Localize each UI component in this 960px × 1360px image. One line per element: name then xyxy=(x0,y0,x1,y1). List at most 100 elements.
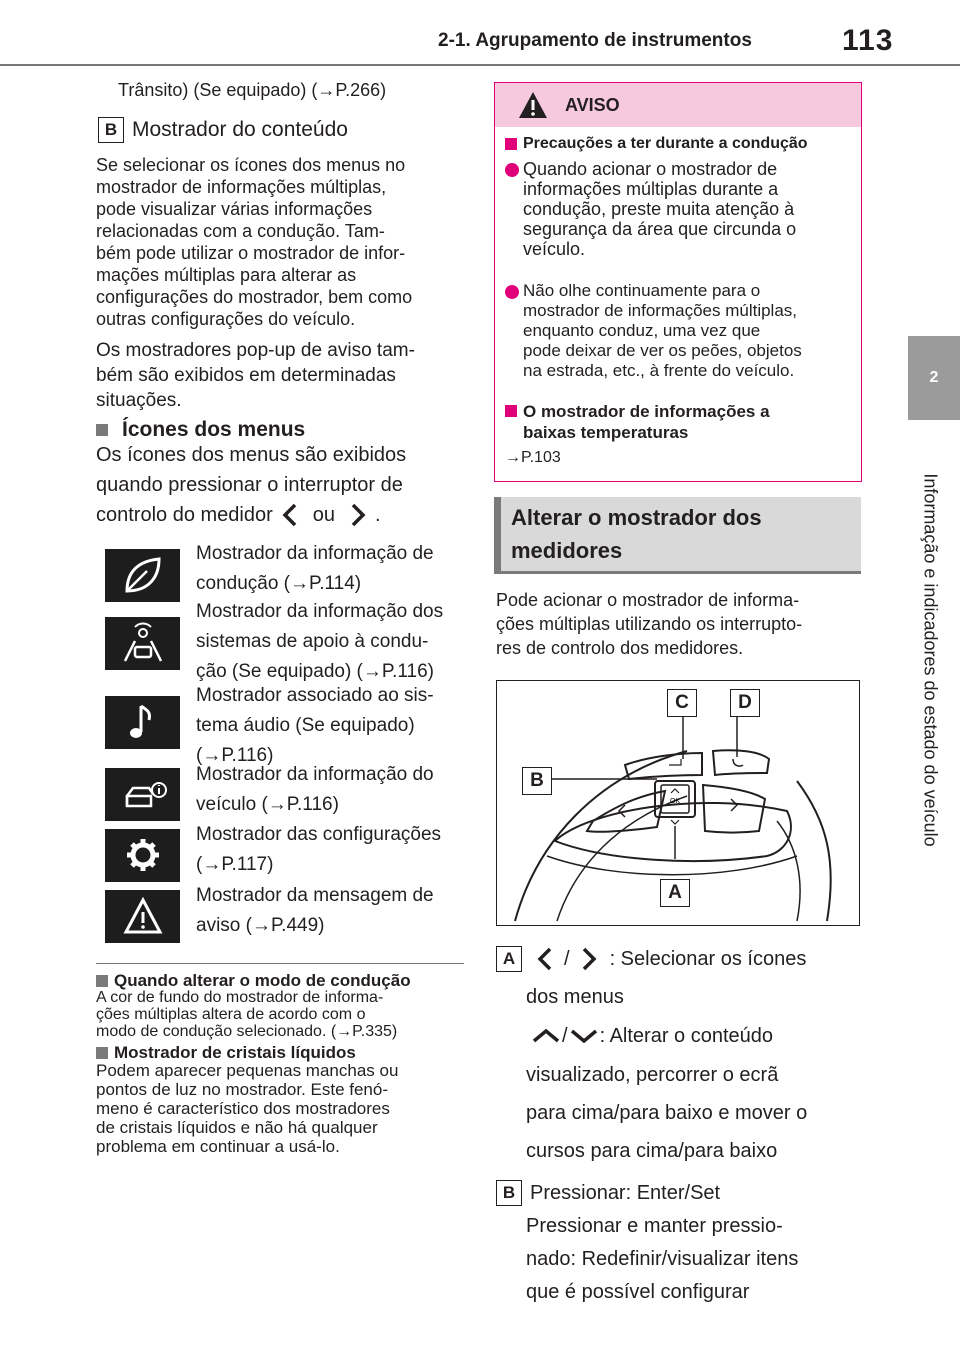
b-paragraph-line: bém pode utilizar o mostrador de infor- xyxy=(96,243,406,263)
b-paragraph: Se selecionar os ícones dos menus no mos… xyxy=(96,154,476,330)
menu-desc-line: (→P.117) xyxy=(196,854,274,875)
chevron-down-icon xyxy=(570,1029,597,1044)
popup-line: Os mostradores pop-up de aviso tam- xyxy=(96,340,415,361)
a-line1: : Selecionar os ícones xyxy=(609,947,807,970)
steering-switch-diagram: OK C D B A xyxy=(496,680,860,926)
steering-wheel-illustration: OK xyxy=(514,717,832,922)
warning-ref: →P.103 xyxy=(505,449,561,466)
warning-line: condução, preste muita atenção à xyxy=(523,199,795,219)
note2-line: de cristais líquidos e não há qualquer xyxy=(96,1118,378,1137)
chevron-left-icon xyxy=(537,947,552,971)
warning-title: AVISO xyxy=(565,95,620,115)
a-line6: cursos para cima/para baixo xyxy=(526,1140,778,1162)
intro-line: Trânsito) (Se equipado) (→P.266) xyxy=(118,80,387,100)
square-bullet xyxy=(505,138,517,150)
a-letter-box: A xyxy=(496,946,522,972)
chapter-tab: 2 xyxy=(908,336,960,420)
section-title: 2-1. Agrupamento de instrumentos xyxy=(438,30,752,51)
b-paragraph-line: outras configurações do veículo. xyxy=(96,309,356,329)
music-note-icon xyxy=(130,704,151,738)
menu-icon-tile xyxy=(105,617,180,670)
section-heading: Alterar o mostrador dos medidores xyxy=(494,497,861,574)
menu-desc: Mostrador associado ao sis- tema áudio (… xyxy=(196,681,434,771)
section-paragraph-line: res de controlo dos medidores. xyxy=(496,638,744,658)
note1-heading-text: Quando alterar o modo de condução xyxy=(114,971,411,990)
b-line1: Pressionar: Enter/Set xyxy=(530,1181,721,1204)
b-heading-text: Mostrador do conteúdo xyxy=(132,118,348,141)
warning-line: Quando acionar o mostrador de xyxy=(523,159,778,179)
section-heading-line: Alterar o mostrador dos xyxy=(511,505,762,530)
b-paragraph-line: Se selecionar os ícones dos menus no xyxy=(96,155,406,175)
menu-desc-line: veículo (→P.116) xyxy=(196,794,339,815)
round-bullet xyxy=(505,163,519,177)
menu-desc-line: condução (→P.114) xyxy=(196,573,362,594)
menu-desc-line: tema áudio (Se equipado) xyxy=(196,715,415,736)
square-bullet xyxy=(96,974,108,987)
leaf-icon xyxy=(125,557,161,593)
popup-line: bém são exibidos em determinadas xyxy=(96,365,396,386)
label-a: A xyxy=(660,879,690,907)
menu-desc-line: sistemas de apoio à condu- xyxy=(196,631,429,652)
menu-icon-tile xyxy=(105,549,180,602)
gear-icon xyxy=(127,839,159,871)
warning-line: segurança da área que circunda o xyxy=(523,219,797,239)
menu-desc-line: (→P.116) xyxy=(196,745,274,766)
menu-icon-tile xyxy=(105,696,180,749)
b-line4: que é possível configurar xyxy=(526,1281,750,1303)
warning-line: informações múltiplas durante a xyxy=(523,179,779,199)
menu-desc-line: Mostrador das configurações xyxy=(196,824,442,845)
label-d: D xyxy=(730,689,760,717)
menu-icon-tile xyxy=(105,829,180,882)
note2-heading: Mostrador de cristais líquidos xyxy=(96,1044,471,1061)
menu-desc-line: Mostrador da informação de xyxy=(196,543,434,564)
warning-sub1-text: Precauções a ter durante a condução xyxy=(523,135,808,152)
menus-heading-text: Ícones dos menus xyxy=(122,418,306,441)
popup-line: situações. xyxy=(96,390,182,411)
b-letter-box: B xyxy=(98,117,124,143)
vehicle-info-icon xyxy=(125,782,167,808)
b-paragraph-line: relacionadas com a condução. Tam- xyxy=(96,221,385,241)
square-bullet xyxy=(96,424,108,436)
menus-paragraph: Os ícones dos menus são exibidos quando … xyxy=(96,440,476,530)
chapter-title-vertical: Informação e indicadores do estado do ve… xyxy=(905,430,955,890)
slash: / xyxy=(562,1025,568,1047)
label-c: C xyxy=(667,689,697,717)
b-line3: nado: Redefinir/visualizar itens xyxy=(526,1248,799,1270)
note1-line: ções múltiplas altera de acordo com o xyxy=(96,1006,366,1023)
section-paragraph: Pode acionar o mostrador de informa- çõe… xyxy=(496,588,866,660)
a-line2: dos menus xyxy=(526,986,624,1008)
a-line3: : Alterar o conteúdo xyxy=(599,1025,774,1047)
menu-desc: Mostrador da mensagem de aviso (→P.449) xyxy=(196,881,434,941)
chevron-left-icon xyxy=(282,503,297,527)
warning-line: na estrada, etc., à frente do veículo. xyxy=(523,361,795,380)
b-paragraph-line: pode visualizar várias informações xyxy=(96,199,373,219)
chapter-title: Informação e indicadores do estado do ve… xyxy=(920,473,941,847)
menu-icon-tile xyxy=(105,768,180,821)
section-paragraph-line: Pode acionar o mostrador de informa- xyxy=(496,590,800,610)
warning-sub2-line: O mostrador de informações a xyxy=(523,402,770,421)
warning-triangle-icon xyxy=(519,92,547,118)
warning-line: mostrador de informações múltiplas, xyxy=(523,301,798,320)
header-divider xyxy=(0,64,960,66)
notes: Quando alterar o modo de condução A cor … xyxy=(96,972,471,1156)
menus-end: . xyxy=(375,504,381,526)
notes-divider xyxy=(96,963,464,964)
section-paragraph-line: ções múltiplas utilizando os interrupto- xyxy=(496,614,803,634)
chapter-number: 2 xyxy=(929,369,939,386)
round-bullet xyxy=(505,285,519,299)
menu-desc-line: ção (Se equipado) (→P.116) xyxy=(196,661,435,682)
warning-line: veículo. xyxy=(523,239,586,259)
b-paragraph-line: mações múltiplas para alterar as xyxy=(96,265,357,285)
ok-text: OK xyxy=(670,798,680,805)
menu-desc-line: Mostrador da mensagem de xyxy=(196,885,434,906)
legend: A / : Selecionar os ícones dos menus / :… xyxy=(496,944,866,1309)
note2-line: pontos de luz no mostrador. Este fenó- xyxy=(96,1080,389,1099)
warning-line: Não olhe continuamente para o xyxy=(523,281,761,300)
a-line5: para cima/para baixo e mover o xyxy=(526,1102,808,1124)
menu-desc: Mostrador da informação de condução (→P.… xyxy=(196,539,434,599)
popup-paragraph: Os mostradores pop-up de aviso tam- bém … xyxy=(96,338,415,413)
menu-desc-line: Mostrador da informação dos xyxy=(196,601,444,622)
menus-ou: ou xyxy=(312,504,336,526)
b-heading: B Mostrador do conteúdo xyxy=(98,117,348,143)
chevron-up-icon xyxy=(532,1028,560,1043)
